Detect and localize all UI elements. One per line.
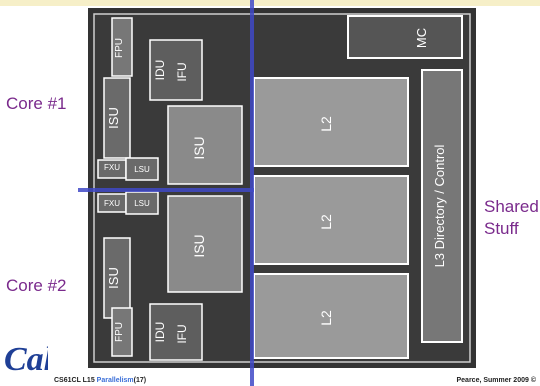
svg-text:ISU: ISU	[106, 107, 121, 129]
svg-text:L2: L2	[318, 310, 334, 326]
svg-text:Cal: Cal	[4, 341, 48, 378]
svg-text:L3 Directory / Control: L3 Directory / Control	[432, 144, 447, 267]
shared-line2: Stuff	[484, 218, 539, 240]
top-accent-bar	[0, 0, 540, 6]
svg-text:IFU: IFU	[175, 324, 189, 343]
core-1-label: Core #1	[6, 94, 66, 114]
shared-label: Shared Stuff	[484, 196, 539, 240]
shared-line1: Shared	[484, 196, 539, 218]
svg-text:FPU: FPU	[114, 322, 125, 342]
svg-text:L2: L2	[318, 214, 334, 230]
svg-text:L2: L2	[318, 116, 334, 132]
cal-logo: Cal	[2, 334, 48, 378]
horizontal-divider	[78, 188, 254, 192]
svg-text:LSU: LSU	[134, 199, 150, 208]
svg-text:IDU: IDU	[153, 322, 167, 343]
fpu-top-label: FPU	[114, 38, 125, 58]
svg-text:ISU: ISU	[191, 234, 207, 257]
svg-text:FXU: FXU	[104, 163, 120, 172]
svg-text:LSU: LSU	[134, 165, 150, 174]
footer-right: Pearce, Summer 2009 ©	[457, 377, 537, 384]
svg-text:ISU: ISU	[106, 267, 121, 289]
svg-text:IFU: IFU	[175, 62, 189, 81]
footer-link[interactable]: Parallelism	[97, 377, 134, 384]
svg-text:ISU: ISU	[191, 136, 207, 159]
svg-text:MC: MC	[414, 28, 429, 48]
core-2-label: Core #2	[6, 276, 66, 296]
footer-left: CS61CL L15 Parallelism(17)	[54, 377, 146, 384]
svg-text:IDU: IDU	[153, 60, 167, 81]
svg-text:FXU: FXU	[104, 199, 120, 208]
l2-cache-blocks: L2 L2 L2	[254, 78, 408, 358]
vertical-divider	[250, 0, 254, 386]
